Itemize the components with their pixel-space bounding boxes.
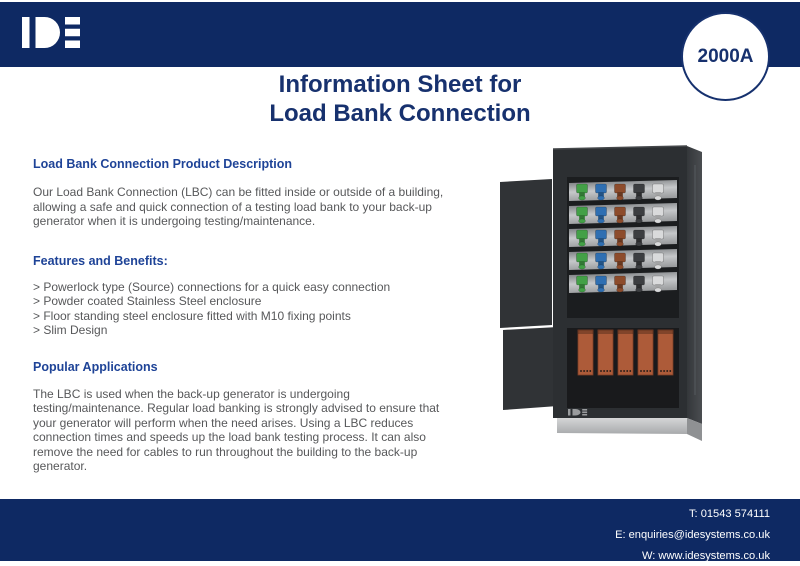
section-heading-applications: Popular Applications	[33, 359, 158, 374]
cabinet-plinth	[557, 418, 687, 434]
page-title-line1: Information Sheet for	[278, 71, 522, 98]
powerlock-connector	[633, 229, 645, 247]
powerlock-connector	[576, 275, 588, 293]
amperage-badge-label: 2000A	[697, 45, 754, 67]
cabinet-lower-door	[503, 327, 558, 410]
powerlock-connector	[652, 206, 664, 224]
footer-email: E: enquiries@idesystems.co.uk	[615, 529, 770, 541]
section-heading-features: Features and Benefits:	[33, 253, 168, 268]
footer-phone: T: 01543 574111	[688, 508, 770, 520]
features-list: > Powerlock type (Source) connections fo…	[33, 280, 445, 338]
cabinet-upper-door	[500, 179, 552, 328]
feature-item: > Slim Design	[33, 323, 108, 337]
powerlock-connector	[614, 275, 626, 293]
section-heading-product-description: Load Bank Connection Product Description	[33, 157, 293, 171]
footer-website: W: www.idesystems.co.uk	[641, 550, 770, 562]
ide-logo-icon	[22, 17, 80, 48]
content-column: Load Bank Connection Product Description…	[33, 150, 445, 474]
powerlock-connector	[652, 252, 664, 270]
cabinet-plinth-side	[687, 418, 702, 441]
powerlock-connector	[652, 183, 664, 201]
applications-text: The LBC is used when the back-up generat…	[33, 386, 440, 474]
powerlock-connector	[614, 252, 626, 270]
copper-busbar	[657, 329, 674, 376]
powerlock-connector	[576, 252, 588, 270]
header-bar	[0, 2, 800, 67]
feature-item: > Powerlock type (Source) connections fo…	[33, 279, 391, 294]
powerlock-connector	[595, 183, 607, 201]
powerlock-connector	[633, 206, 645, 224]
powerlock-connector	[595, 275, 607, 293]
copper-busbar	[577, 329, 594, 376]
powerlock-connector-rows	[569, 180, 677, 293]
feature-item: > Powder coated Stainless Steel enclosur…	[33, 294, 262, 308]
copper-busbar-links	[577, 329, 674, 376]
powerlock-connector	[614, 183, 626, 201]
powerlock-connector	[576, 229, 588, 247]
powerlock-connector	[652, 229, 664, 247]
powerlock-connector	[595, 252, 607, 270]
powerlock-connector	[633, 183, 645, 201]
copper-busbar	[637, 329, 654, 376]
powerlock-connector	[633, 275, 645, 293]
cabinet-ide-logo-icon	[568, 409, 588, 416]
powerlock-connector	[595, 206, 607, 224]
copper-busbar	[617, 329, 634, 376]
feature-item: > Floor standing steel enclosure fitted …	[33, 308, 351, 323]
powerlock-connector	[633, 252, 645, 270]
page-title-line2: Load Bank Connection	[269, 99, 531, 127]
amperage-badge: 2000A	[681, 12, 770, 101]
copper-busbar	[597, 329, 614, 376]
powerlock-connector	[614, 206, 626, 224]
product-description-text: Our Load Bank Connection (LBC) can be fi…	[33, 185, 444, 228]
powerlock-connector	[595, 229, 607, 247]
footer-bar: T: 01543 574111 E: enquiries@idesystems.…	[0, 499, 800, 562]
powerlock-connector	[614, 229, 626, 247]
powerlock-connector	[576, 183, 588, 201]
powerlock-connector	[576, 206, 588, 224]
product-image-load-bank-cabinet	[500, 145, 702, 441]
page-title: Information Sheet for Load Bank Connecti…	[0, 71, 800, 128]
powerlock-connector	[652, 275, 664, 293]
